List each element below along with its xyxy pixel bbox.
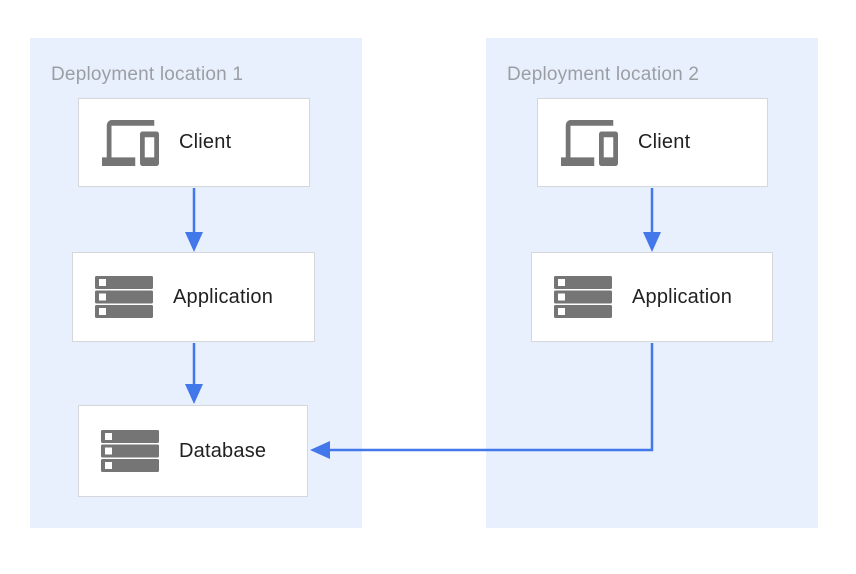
server-stack-icon (101, 430, 159, 472)
server-stack-icon (95, 276, 153, 318)
panel-deployment-location-2: Deployment location 2 Client Application (486, 38, 818, 528)
node-client-1: Client (78, 98, 310, 187)
devices-icon (560, 119, 618, 166)
node-application-1: Application (72, 252, 315, 342)
devices-icon (101, 119, 159, 166)
node-application-2: Application (531, 252, 773, 342)
server-stack-icon (554, 276, 612, 318)
panel-title: Deployment location 1 (51, 64, 244, 85)
node-label: Database (179, 439, 267, 462)
panel-title: Deployment location 2 (507, 64, 700, 85)
node-label: Application (632, 285, 733, 308)
node-label: Application (173, 285, 274, 308)
node-label: Client (638, 131, 691, 153)
node-client-2: Client (537, 98, 768, 187)
node-database-1: Database (78, 405, 308, 497)
panel-deployment-location-1: Deployment location 1 Client Application… (30, 38, 362, 528)
node-label: Client (179, 131, 232, 153)
